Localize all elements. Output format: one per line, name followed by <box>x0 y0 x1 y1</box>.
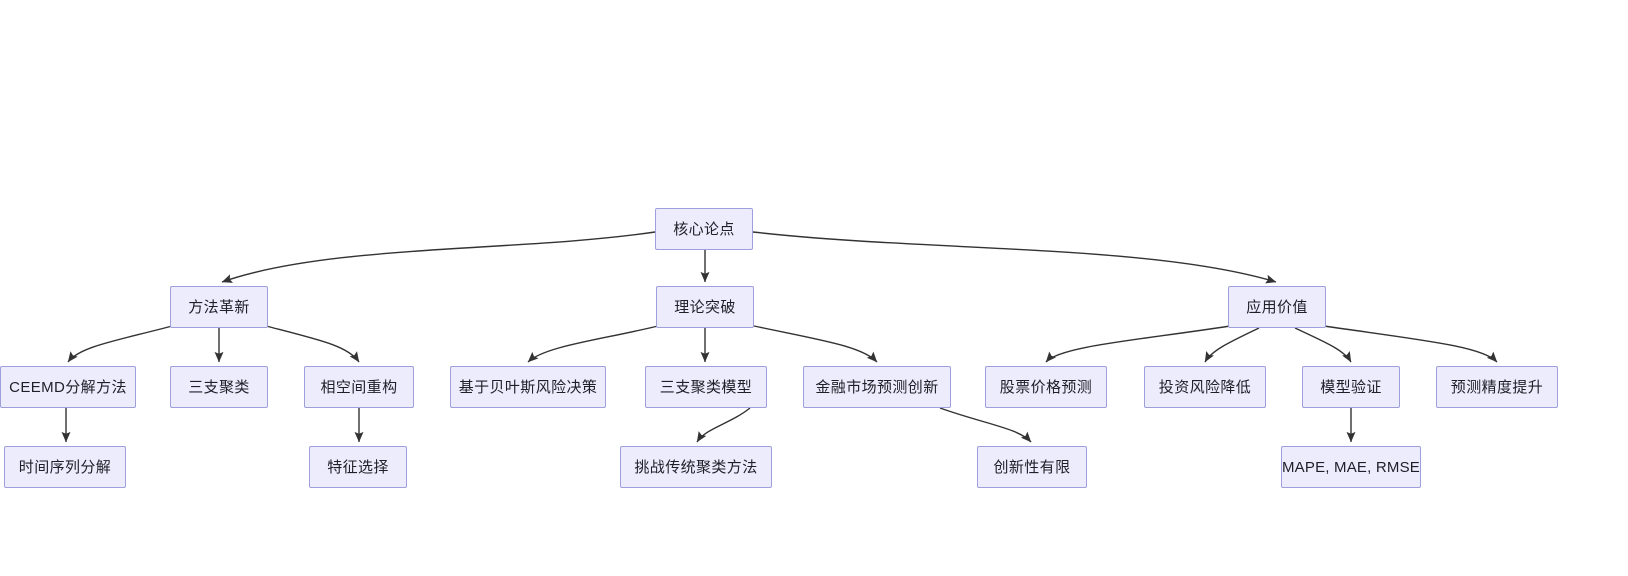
edge-l1c-to-l2h <box>1204 327 1260 363</box>
node-l2a[interactable]: CEEMD分解方法 <box>0 366 136 408</box>
edge-l2f-to-l3d <box>939 407 1032 443</box>
node-l2i[interactable]: 模型验证 <box>1302 366 1400 408</box>
edge-l1c-to-l2j <box>1323 325 1498 363</box>
edge-l1c-to-l2g <box>1045 325 1231 363</box>
node-l3a[interactable]: 时间序列分解 <box>4 446 126 488</box>
edge-l1a-to-l2c <box>265 325 360 363</box>
node-l1b[interactable]: 理论突破 <box>656 286 754 328</box>
edge-l1b-to-l2f <box>753 325 878 363</box>
node-l3c[interactable]: 挑战传统聚类方法 <box>620 446 772 488</box>
node-l1c[interactable]: 应用价值 <box>1228 286 1326 328</box>
node-l3d[interactable]: 创新性有限 <box>977 446 1087 488</box>
node-l2h[interactable]: 投资风险降低 <box>1144 366 1266 408</box>
node-root[interactable]: 核心论点 <box>655 208 753 250</box>
node-l2d[interactable]: 基于贝叶斯风险决策 <box>450 366 606 408</box>
node-l2j[interactable]: 预测精度提升 <box>1436 366 1558 408</box>
node-l3b[interactable]: 特征选择 <box>309 446 407 488</box>
edge-l1b-to-l2d <box>527 325 659 363</box>
node-l1a[interactable]: 方法革新 <box>170 286 268 328</box>
node-l2e[interactable]: 三支聚类模型 <box>645 366 767 408</box>
node-l3e[interactable]: MAPE, MAE, RMSE <box>1281 446 1421 488</box>
edge-l1c-to-l2i <box>1294 327 1352 363</box>
node-l2b[interactable]: 三支聚类 <box>170 366 268 408</box>
node-l2c[interactable]: 相空间重构 <box>304 366 414 408</box>
edge-root-to-l1a <box>221 231 656 283</box>
edge-root-to-l1c <box>752 231 1277 284</box>
node-l2g[interactable]: 股票价格预测 <box>985 366 1107 408</box>
node-l2f[interactable]: 金融市场预测创新 <box>803 366 951 408</box>
edge-l2e-to-l3c <box>696 407 751 443</box>
edge-l1a-to-l2a <box>67 325 173 363</box>
